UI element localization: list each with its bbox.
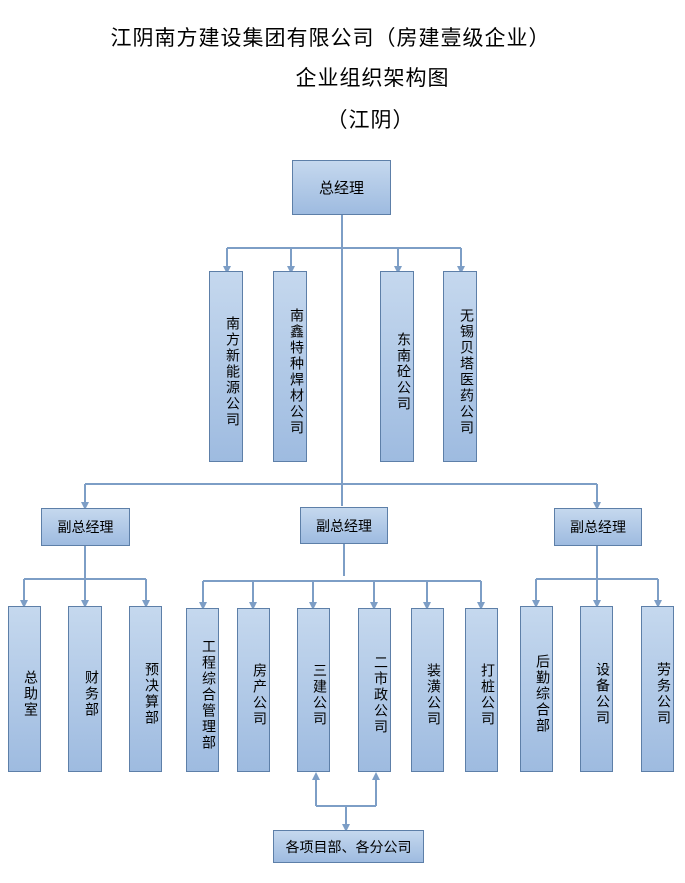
node-deputy-gm-left: 副总经理 [41,508,130,546]
node-project-branches: 各项目部、各分公司 [273,830,424,863]
node-third-construction-company: 三建公司 [297,608,330,772]
chart-title: 企业组织架构图 [295,66,450,90]
node-equipment-company: 设备公司 [580,606,613,772]
node-budget-dept: 预决算部 [129,606,162,772]
node-subsidiary-welding: 南鑫特种焊材公司 [273,271,307,462]
node-deputy-gm-right: 副总经理 [554,508,642,546]
node-real-estate-company: 房产公司 [237,608,270,772]
node-engineering-mgmt-dept: 工程综合管理部 [186,608,219,772]
node-deputy-gm-middle: 副总经理 [300,507,388,544]
node-decoration-company: 装潢公司 [411,608,444,772]
node-subsidiary-pharma: 无锡贝塔医药公司 [443,271,477,462]
company-title: 江阴南方建设集团有限公司（房建壹级企业） [110,26,551,50]
node-municipal-company: 二市政公司 [358,608,391,772]
node-subsidiary-concrete: 东南砼公司 [380,271,414,462]
chart-subtitle: （江阴） [326,108,415,132]
node-piling-company: 打桩公司 [465,608,498,772]
node-finance-dept: 财务部 [68,606,102,772]
node-assistant-office: 总助室 [8,606,41,772]
node-logistics-dept: 后勤综合部 [520,606,553,772]
node-labor-company: 劳务公司 [641,606,674,772]
node-subsidiary-new-energy: 南方新能源公司 [209,271,243,462]
node-general-manager: 总经理 [292,160,391,215]
